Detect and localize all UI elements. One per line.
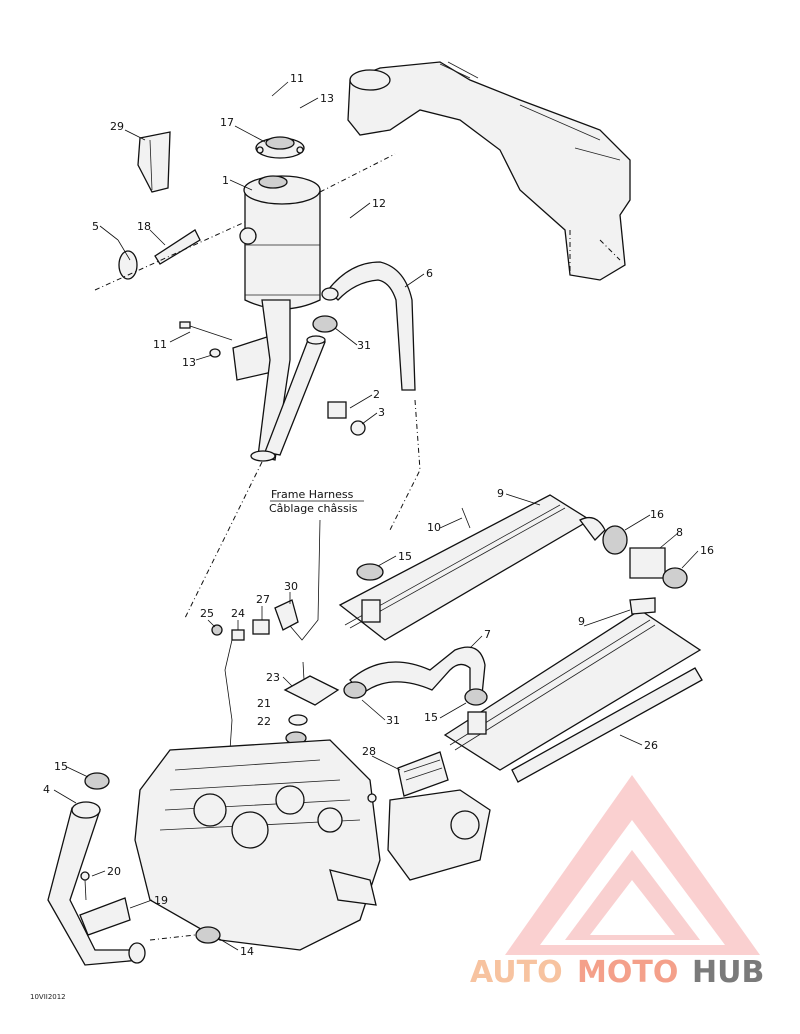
- callout-9: 9: [578, 615, 585, 628]
- callout-26: 26: [644, 739, 658, 752]
- rail-26: [511, 667, 703, 783]
- callout-30: 30: [284, 580, 298, 593]
- callout-4: 4: [43, 783, 50, 796]
- clamp-14: [195, 926, 221, 944]
- callout-11: 11: [290, 72, 304, 85]
- callout-18: 18: [137, 220, 151, 233]
- route-line-bottom: [149, 934, 196, 941]
- cablage-chassis-text: Câblage châssis: [269, 502, 358, 515]
- callout-27: 27: [256, 593, 270, 606]
- hose-and-clamp: [94, 153, 396, 291]
- clamp-15-upper: [356, 563, 384, 581]
- callout-21: 21: [257, 697, 271, 710]
- clamp-31-lower: [343, 681, 367, 699]
- mounting-bracket: [179, 321, 273, 381]
- callout-19: 19: [154, 894, 168, 907]
- thermostat-housing: [283, 661, 340, 745]
- callout-15: 15: [398, 550, 412, 563]
- callout-16: 16: [650, 508, 664, 521]
- frame-harness-text: Frame Harness: [271, 488, 354, 501]
- y-pipe: [250, 299, 326, 462]
- bracket-28: [367, 751, 491, 881]
- coolant-hose-7: [349, 646, 486, 696]
- frame-harness-label: Frame Harness Câblage châssis: [269, 488, 364, 515]
- callout-10: 10: [427, 521, 441, 534]
- part-callouts: 11 13 29 17 1 12 5 18 6 11 13 31 2 3 9 1…: [43, 72, 714, 958]
- callout-28: 28: [362, 745, 376, 758]
- callout-leaders: [53, 81, 699, 951]
- callout-7: 7: [484, 628, 491, 641]
- nut-2: [327, 401, 347, 419]
- callout-22: 22: [257, 715, 271, 728]
- watermark-text: AUTO MOTO HUB: [470, 955, 764, 990]
- callout-8: 8: [676, 526, 683, 539]
- hose-8: [602, 525, 688, 589]
- callout-16: 16: [700, 544, 714, 557]
- clamp-31-upper: [312, 315, 338, 333]
- heat-shield: [137, 131, 171, 193]
- route-line-right: [389, 399, 421, 531]
- callout-20: 20: [107, 865, 121, 878]
- callout-2: 2: [373, 388, 380, 401]
- coolant-reservoir: [239, 175, 321, 310]
- bracket-19: [79, 871, 131, 936]
- temperature-sensor: [211, 599, 299, 751]
- callout-13: 13: [182, 356, 196, 369]
- heat-exchanger-upper: [338, 494, 606, 641]
- callout-9: 9: [497, 487, 504, 500]
- callout-12: 12: [372, 197, 386, 210]
- callout-6: 6: [426, 267, 433, 280]
- callout-29: 29: [110, 120, 124, 133]
- callout-25: 25: [200, 607, 214, 620]
- callout-3: 3: [378, 406, 385, 419]
- watermark-auto: AUTO: [470, 955, 563, 990]
- coolant-hose-6: [321, 261, 416, 391]
- harness-leader: [284, 519, 321, 641]
- oil-tank: [347, 61, 631, 281]
- nut-3: [350, 420, 366, 436]
- heat-exchanger-lower: [443, 597, 702, 771]
- clamp-15-middle: [464, 688, 488, 706]
- coolant-hose-4: [47, 772, 146, 966]
- callout-31: 31: [357, 339, 371, 352]
- callout-14: 14: [240, 945, 254, 958]
- callout-1: 1: [222, 174, 229, 187]
- engine-block: [134, 739, 381, 951]
- watermark-logo: [505, 775, 760, 955]
- watermark-hub: HUB: [692, 955, 764, 990]
- callout-31: 31: [386, 714, 400, 727]
- callout-23: 23: [266, 671, 280, 684]
- watermark-moto: MOTO: [577, 955, 678, 990]
- callout-15: 15: [424, 711, 438, 724]
- screw-10: [461, 507, 471, 529]
- callout-17: 17: [220, 116, 234, 129]
- callout-15: 15: [54, 760, 68, 773]
- callout-11: 11: [153, 338, 167, 351]
- diagram-date-code: 10VII2012: [30, 993, 66, 1001]
- route-line-left: [184, 461, 263, 619]
- pressure-cap: [255, 136, 305, 159]
- callout-13: 13: [320, 92, 334, 105]
- callout-5: 5: [92, 220, 99, 233]
- callout-24: 24: [231, 607, 245, 620]
